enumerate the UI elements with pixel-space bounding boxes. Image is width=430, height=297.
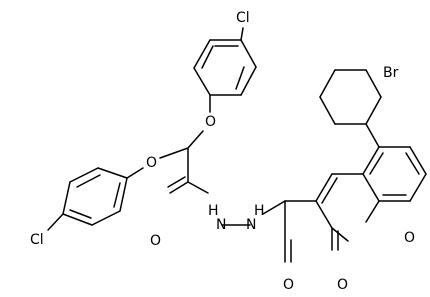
atom-label-o-ring: O [404, 230, 415, 246]
bond [319, 96, 336, 125]
atom-label-o-ether-left: O [146, 155, 157, 171]
atom-label-o-lactone: O [337, 277, 348, 293]
bond [315, 200, 333, 229]
atom-label-cl-top: Cl [236, 10, 250, 26]
bond [97, 167, 128, 179]
bond [169, 181, 189, 194]
bond [126, 167, 144, 179]
bond-double [369, 152, 384, 175]
atom-label-cl-left: Cl [30, 232, 44, 248]
bond [187, 130, 204, 149]
bond-double [321, 177, 338, 204]
bond [91, 210, 121, 226]
bond [187, 181, 209, 194]
bond [193, 67, 211, 96]
atom-label-br: Br [383, 65, 399, 81]
bond-double [405, 152, 420, 175]
atom-label-h-right: H [254, 203, 265, 219]
atom-label-o-amide: O [150, 233, 161, 249]
bond-double [201, 45, 214, 69]
atom-label-o-hydrazide: O [283, 277, 294, 293]
bond [159, 147, 189, 159]
bond [362, 146, 380, 175]
bond [193, 39, 211, 69]
bond-double [167, 176, 186, 188]
bonds [47, 27, 427, 263]
bond [47, 213, 64, 231]
bond [240, 27, 244, 41]
bond [365, 200, 380, 223]
bond [62, 181, 71, 215]
bond [365, 69, 382, 98]
bond-double [76, 174, 101, 188]
bond [119, 177, 128, 212]
bond [365, 123, 380, 148]
atom-label-o-ether-top: O [205, 114, 216, 130]
bond [409, 173, 427, 202]
bond [240, 39, 257, 68]
atom-label-n-left: N [216, 217, 226, 233]
bond-double [113, 182, 121, 208]
bond [365, 96, 382, 125]
bond [319, 69, 336, 98]
atom-label-n-right: N [246, 217, 256, 233]
bond [315, 173, 333, 202]
bond [362, 173, 380, 202]
bond-double [235, 66, 245, 90]
bond [62, 213, 93, 226]
bond [331, 227, 349, 242]
bond-double [69, 209, 92, 219]
atom-label-h-left: H [208, 203, 219, 219]
bond [409, 146, 427, 175]
bond [69, 167, 99, 183]
bond [262, 200, 286, 215]
atom-labels: Cl Cl Br O O O H N N H O O O [30, 10, 415, 293]
bond [240, 66, 257, 96]
